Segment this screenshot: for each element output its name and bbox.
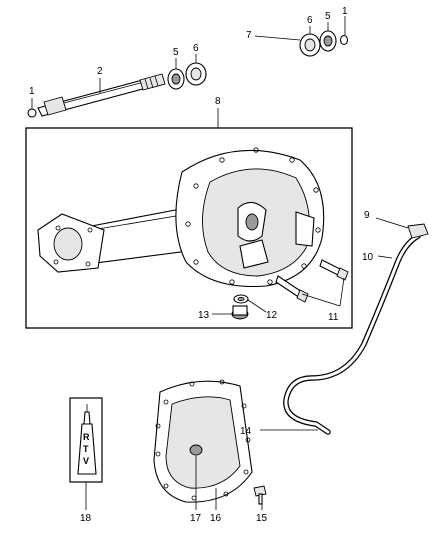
callout-seal-left: 6	[193, 43, 199, 54]
callout-bolts: 11	[328, 312, 339, 323]
sealant-letter-t: T	[83, 444, 89, 454]
callout-bearing-left: 5	[173, 47, 179, 58]
callout-fill-plug: 13	[198, 310, 210, 321]
cover-fill-plug	[189, 444, 203, 456]
vent-fitting	[407, 223, 429, 239]
fill-plug	[231, 305, 249, 320]
bearing-cap-bolts	[275, 259, 349, 303]
axle-bearing-left	[167, 68, 185, 90]
axle-shaft-flange	[43, 96, 67, 116]
axle-housing	[37, 147, 325, 288]
snap-ring-right	[339, 34, 349, 46]
callout-vent-hose: 10	[362, 252, 374, 263]
axle-seal-right	[299, 33, 321, 57]
axle-bearing-right	[319, 30, 337, 52]
sealant-tube: R T V	[77, 404, 97, 475]
callout-cover-bolt: 15	[256, 513, 268, 524]
callout-cover-plug: 17	[190, 513, 202, 524]
callout-housing: 8	[215, 96, 221, 107]
axle-shaft-spline	[139, 73, 166, 91]
cover-bolt	[253, 485, 267, 505]
axle-seal-left	[185, 62, 207, 86]
callout-bearing-right: 5	[325, 11, 331, 22]
sealant-letter-v: V	[83, 456, 89, 466]
leader-lines	[31, 16, 409, 510]
snap-ring-left	[27, 108, 37, 118]
callout-axle-shaft: 2	[97, 66, 103, 77]
callout-snap-ring-left: 1	[29, 86, 35, 97]
callout-cover: 16	[210, 513, 222, 524]
callout-hose-clamp: 14	[240, 426, 252, 437]
callout-snap-ring-right: 1	[342, 6, 348, 17]
callout-sealant: 18	[80, 513, 92, 524]
callout-bearing-kit: 7	[246, 30, 252, 41]
callout-washer: 12	[266, 310, 278, 321]
callout-vent-fitting: 9	[364, 210, 370, 221]
sealant-letter-r: R	[83, 432, 90, 442]
callout-seal-right: 6	[307, 15, 313, 26]
axle-shaft-assembly	[27, 73, 166, 118]
differential-cover	[153, 379, 253, 503]
fill-plug-washer	[233, 294, 249, 304]
vent-hose-assembly	[283, 223, 429, 435]
housing-assembly-frame	[25, 127, 353, 329]
